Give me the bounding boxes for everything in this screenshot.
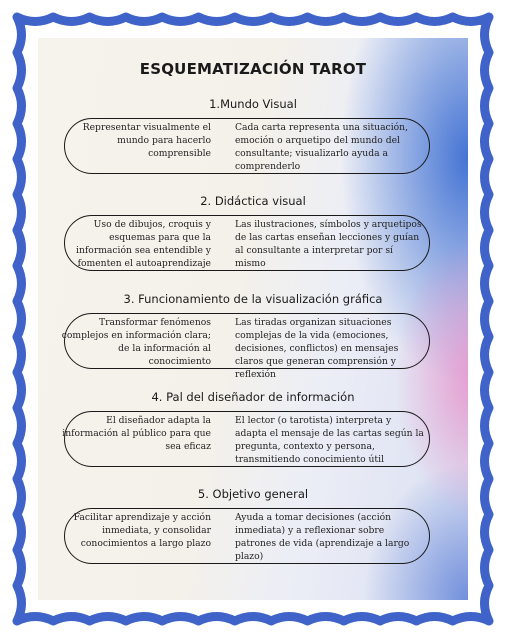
section-box: Facilitar aprendizaje y acción inmediata… [64,508,430,564]
section-left-text: Representar visualmente el mundo para ha… [82,122,211,159]
section-didactica-visual: 2. Didáctica visual Uso de dibujos, croq… [0,193,506,271]
section-right-text: Las ilustraciones, símbolos y arquetipos… [235,219,422,269]
section-right-text: Ayuda a tomar decisiones (acción inmedia… [235,512,410,562]
section-heading: 1.Mundo Visual [209,97,297,111]
section-heading: 5. Objetivo general [197,487,309,501]
section-left-text: Transformar fenómenos complejos en infor… [61,317,211,367]
section-mundo-visual: 1.Mundo Visual Representar visualmente e… [0,96,506,174]
section-left-text: Facilitar aprendizaje y acción inmediata… [73,512,211,549]
section-right-text: El lector (o tarotista) interpreta y ada… [235,415,424,465]
page-title: ESQUEMATIZACIÓN TAROT [139,60,367,78]
section-funcionamiento: 3. Funcionamiento de la visualización gr… [0,291,506,380]
section-heading: 4. Pal del diseñador de información [151,390,355,404]
section-disenador: 4. Pal del diseñador de información El d… [0,389,506,467]
section-box: Representar visualmente el mundo para ha… [64,118,430,174]
section-heading: 3. Funcionamiento de la visualización gr… [123,292,383,306]
section-right-text: Cada carta representa una situación, emo… [235,122,409,172]
section-box: Uso de dibujos, croquis y esquemas para … [64,215,430,271]
section-right-text: Las tiradas organizan situaciones comple… [235,317,399,380]
section-box: Transformar fenómenos complejos en infor… [61,313,430,380]
paper-background [38,38,468,600]
section-heading: 2. Didáctica visual [200,194,306,208]
section-objetivo-general: 5. Objetivo general Facilitar aprendizaj… [0,486,506,564]
section-left-text: El diseñador adapta la información al pú… [62,415,211,452]
section-box: El diseñador adapta la información al pú… [62,411,430,467]
section-left-text: Uso de dibujos, croquis y esquemas para … [76,219,211,269]
